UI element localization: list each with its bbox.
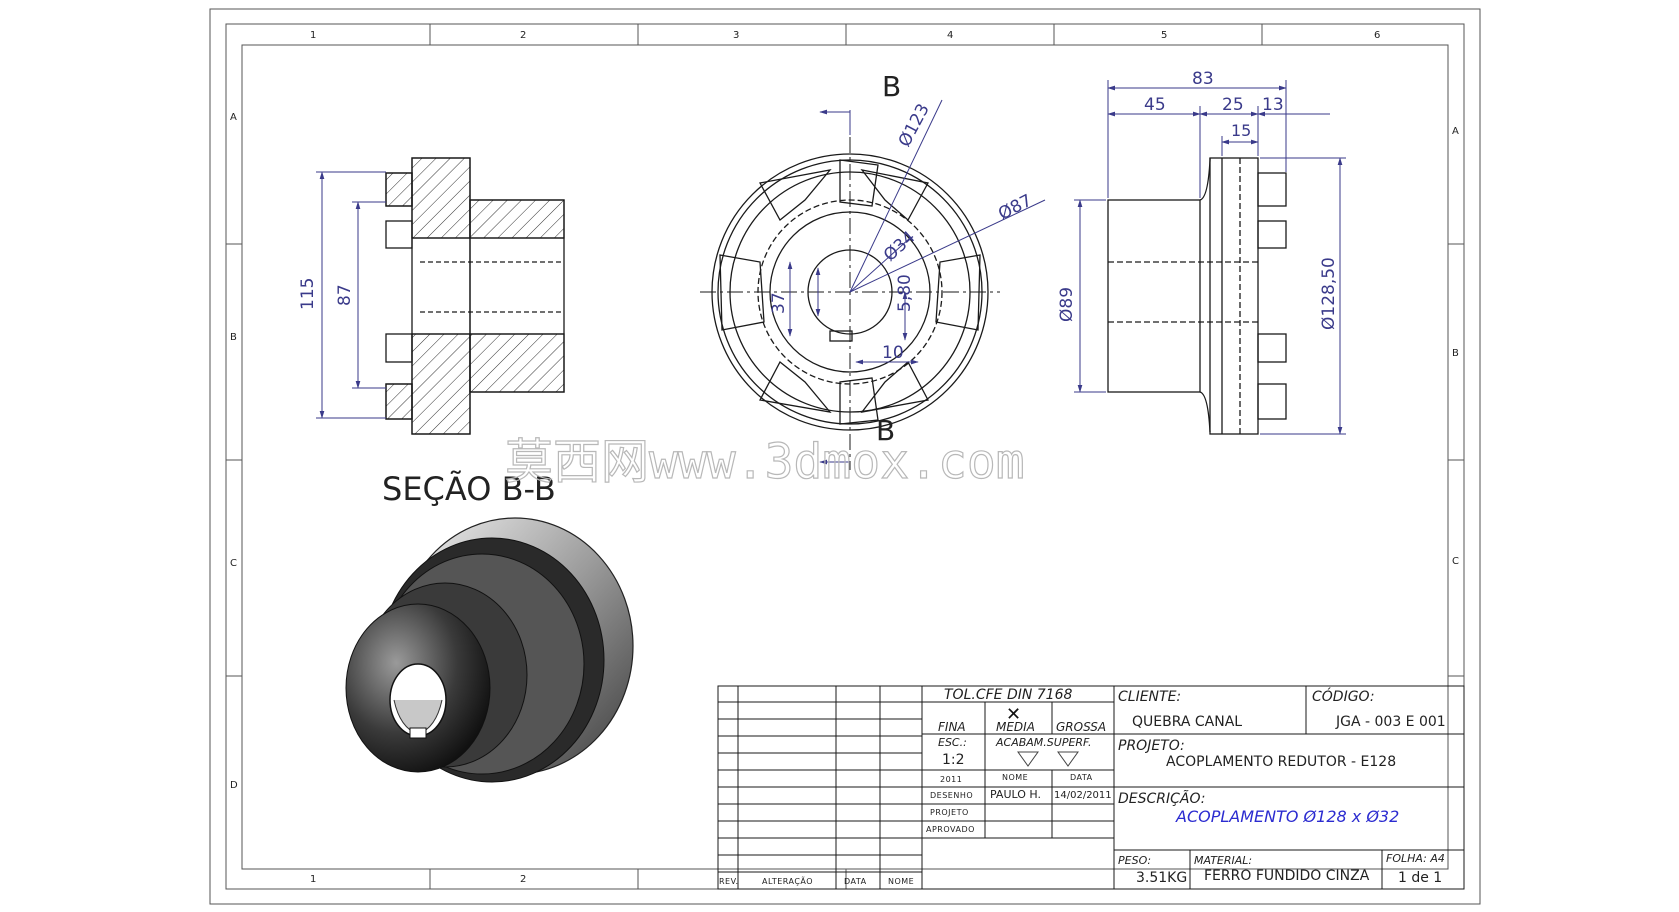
data-label: DATA bbox=[1070, 773, 1093, 782]
zone-col-2: 2 bbox=[520, 30, 526, 41]
front-dim-5-80: 5,80 bbox=[895, 274, 915, 312]
esc-label: ESC.: bbox=[938, 736, 967, 749]
data-header: DATA bbox=[844, 877, 867, 886]
title-block-text: TOL.CFE DIN 7168 ✕ FINA MEDIA GROSSA ESC… bbox=[719, 687, 1446, 886]
projeto-value: ACOPLAMENTO REDUTOR - E128 bbox=[1166, 754, 1396, 770]
title-block bbox=[717, 685, 1465, 890]
side-dia-89: Ø89 bbox=[1057, 287, 1077, 322]
desenho-label: DESENHO bbox=[930, 791, 973, 800]
front-view bbox=[700, 110, 1000, 470]
surface-finish-icon bbox=[1017, 751, 1079, 767]
section-view: 115 87 bbox=[298, 157, 565, 435]
alteracao-header: ALTERAÇÃO bbox=[762, 876, 813, 886]
section-outline bbox=[385, 157, 565, 435]
grossa-label: GROSSA bbox=[1056, 720, 1106, 734]
isometric-render bbox=[345, 517, 634, 783]
zone-row-a: A bbox=[230, 112, 237, 123]
section-dim-115: 115 bbox=[298, 278, 318, 310]
section-title: SEÇÃO B-B bbox=[382, 470, 556, 508]
jaw-segments bbox=[719, 159, 981, 425]
nome-label: NOME bbox=[1002, 773, 1028, 782]
folha-value: 1 de 1 bbox=[1398, 870, 1442, 886]
cliente-label: CLIENTE: bbox=[1118, 689, 1181, 705]
side-dim-45: 45 bbox=[1144, 95, 1166, 115]
side-dim-13: 13 bbox=[1262, 95, 1284, 115]
tolerance-label: TOL.CFE DIN 7168 bbox=[944, 687, 1072, 703]
rev-header: REV. bbox=[719, 877, 739, 886]
side-dim-15: 15 bbox=[1231, 121, 1251, 140]
front-dim-37: 37 bbox=[769, 292, 789, 314]
zone-row-d: D bbox=[230, 780, 238, 791]
zone-row-b: B bbox=[230, 332, 237, 343]
section-marker-bottom: B bbox=[876, 414, 895, 447]
peso-label: PESO: bbox=[1118, 854, 1151, 867]
fina-label: FINA bbox=[938, 720, 966, 734]
media-label: MEDIA bbox=[996, 720, 1035, 734]
acabam-label: ACABAM.SUPERF. bbox=[995, 736, 1091, 749]
drawn-by: PAULO H. bbox=[990, 788, 1041, 801]
codigo-value: JGA - 003 E 001 bbox=[1335, 714, 1446, 730]
folha-label: FOLHA: A4 bbox=[1386, 852, 1445, 865]
side-view bbox=[1107, 157, 1287, 435]
descricao-label: DESCRIÇÃO: bbox=[1118, 790, 1206, 807]
zone-col-1: 1 bbox=[310, 30, 316, 41]
zone-row-c-right: C bbox=[1452, 556, 1459, 567]
zone-col-1-bottom: 1 bbox=[310, 874, 316, 885]
front-view-dimensions bbox=[787, 99, 1046, 465]
zone-col-5: 5 bbox=[1161, 30, 1167, 41]
projeto-label: PROJETO: bbox=[1118, 738, 1185, 754]
section-dim-87: 87 bbox=[335, 284, 355, 306]
zone-labels: 1 2 3 4 5 6 1 2 A B C D A B C bbox=[230, 30, 1459, 885]
section-marker-top: B bbox=[882, 70, 901, 103]
codigo-label: CÓDIGO: bbox=[1312, 687, 1375, 705]
media-mark: ✕ bbox=[1006, 704, 1021, 725]
zone-col-4: 4 bbox=[947, 30, 953, 41]
aprovado-label: APROVADO bbox=[926, 825, 975, 834]
side-dia-128-50: Ø128,50 bbox=[1319, 257, 1339, 330]
section-hatching bbox=[385, 157, 565, 435]
section-dimensions bbox=[316, 171, 386, 419]
watermark: 莫西网www.3dmox.com bbox=[505, 434, 1025, 490]
descricao-value: ACOPLAMENTO Ø128 x Ø32 bbox=[1175, 807, 1399, 826]
front-dim-10: 10 bbox=[882, 343, 904, 363]
material-value: FERRO FUNDIDO CINZA bbox=[1204, 868, 1370, 884]
cliente-value: QUEBRA CANAL bbox=[1132, 714, 1242, 730]
side-dim-83: 83 bbox=[1192, 69, 1214, 89]
front-dia-87: Ø87 bbox=[995, 191, 1035, 225]
side-view-dimensions bbox=[1074, 80, 1346, 435]
zone-col-3: 3 bbox=[733, 30, 739, 41]
zone-col-6: 6 bbox=[1374, 30, 1380, 41]
material-label: MATERIAL: bbox=[1194, 854, 1252, 867]
esc-value: 1:2 bbox=[942, 752, 965, 768]
zone-col-2-bottom: 2 bbox=[520, 874, 526, 885]
nome-header: NOME bbox=[888, 877, 914, 886]
zone-row-a-right: A bbox=[1452, 126, 1459, 137]
front-dia-123: Ø123 bbox=[895, 100, 934, 150]
projeto-row-label: PROJETO bbox=[930, 808, 969, 817]
year-label: 2011 bbox=[940, 775, 962, 784]
side-view-labels: 83 45 25 13 15 Ø89 Ø128,50 bbox=[1057, 69, 1339, 330]
zone-row-b-right: B bbox=[1452, 348, 1459, 359]
drawn-date: 14/02/2011 bbox=[1054, 790, 1112, 801]
side-dim-25: 25 bbox=[1222, 95, 1244, 115]
peso-value: 3.51KG bbox=[1136, 870, 1187, 886]
front-view-labels: B B Ø123 Ø87 Ø34 37 5,80 10 bbox=[769, 70, 1035, 447]
zone-row-c: C bbox=[230, 558, 237, 569]
